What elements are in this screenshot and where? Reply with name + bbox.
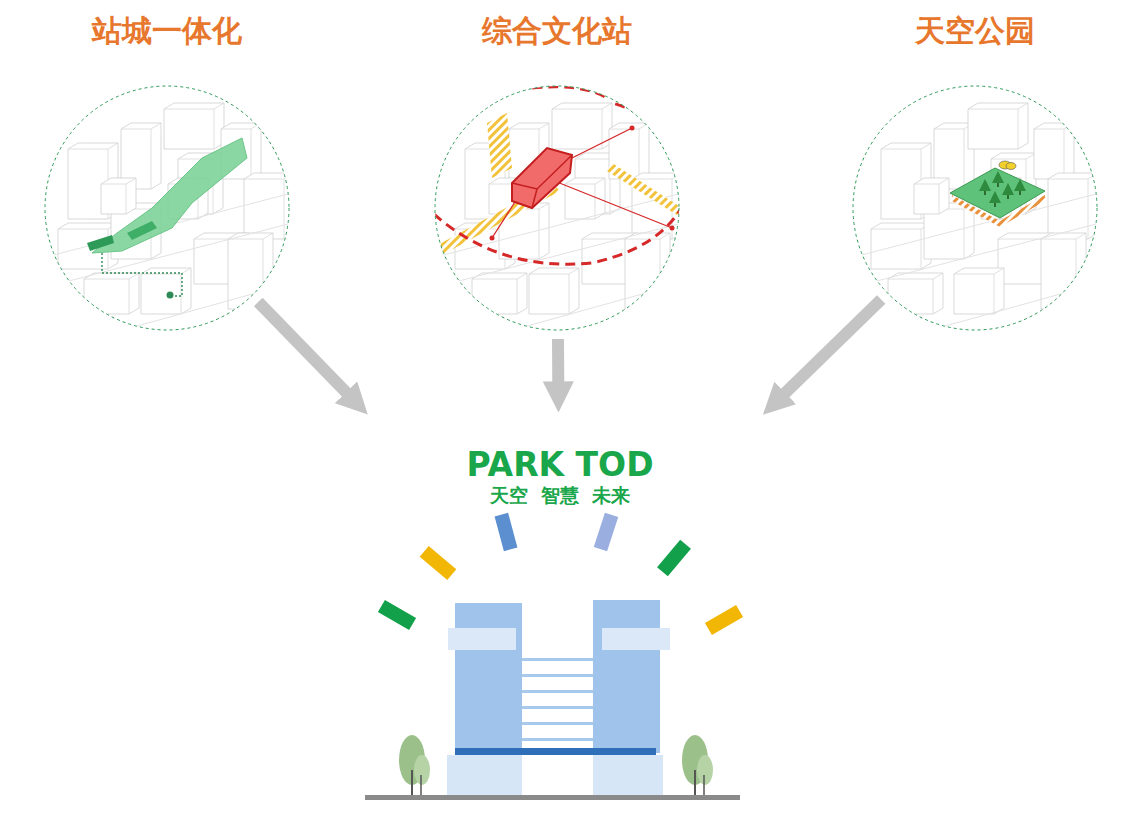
- section-heading: 综合文化站: [392, 11, 722, 52]
- flow-arrow: [552, 339, 564, 400]
- section-heading: 天空公园: [810, 11, 1137, 52]
- site-illustration: [432, 83, 682, 333]
- site-illustration: [850, 83, 1100, 333]
- concept-circle: 综合文化站: [432, 83, 682, 333]
- concept-circle: 站城一体化: [42, 83, 292, 333]
- site-illustration: [42, 83, 292, 333]
- concept-circle: 天空公园: [850, 83, 1100, 333]
- concept-title: PARK TOD: [360, 446, 760, 484]
- flow-arrow: [772, 299, 881, 406]
- title-group: PARK TOD天空 智慧 未来: [360, 420, 760, 507]
- section-heading: 站城一体化: [2, 11, 332, 52]
- concept-keywords: 天空 智慧 未来: [360, 484, 760, 507]
- building-emblem: PARK TOD天空 智慧 未来: [360, 420, 760, 805]
- flow-arrow: [258, 302, 359, 406]
